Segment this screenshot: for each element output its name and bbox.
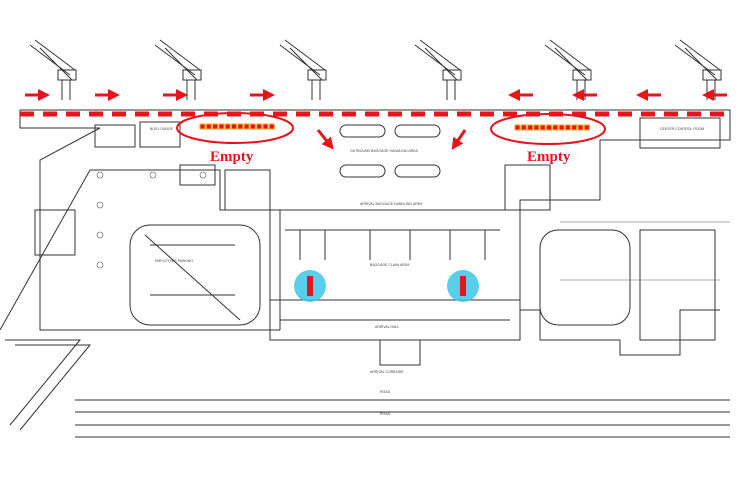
- grid-columns: [96, 171, 730, 281]
- arrow-down-left-icon: [451, 129, 467, 150]
- highlight-ellipse-right: [490, 113, 606, 145]
- slot: [237, 123, 244, 130]
- label-road: ROAD: [380, 390, 391, 394]
- empty-label-left: Empty: [210, 149, 254, 165]
- label-arrival-curbside: ARRIVAL CURBSIDE: [370, 370, 404, 374]
- label-bus-lounge: BUS LOUNGE: [150, 127, 174, 131]
- slot: [231, 123, 237, 130]
- slot-row-right: [514, 124, 590, 131]
- slot: [564, 124, 571, 131]
- slot-row-left: [199, 123, 275, 130]
- label-arrival-baggage: ARRIVAL BAGGAGE HANDLING AREA: [360, 202, 423, 206]
- slot: [249, 123, 256, 130]
- highlight-ellipse-left: [176, 112, 294, 144]
- slot: [268, 123, 275, 130]
- marker-bar-right: [460, 276, 466, 296]
- slot: [520, 124, 527, 131]
- label-center-control-room: CENTER CONTROL ROOM: [660, 127, 704, 131]
- slot: [583, 124, 590, 131]
- slot: [243, 123, 250, 130]
- slot: [558, 124, 565, 131]
- empty-label-right: Empty: [527, 149, 571, 165]
- slot: [514, 124, 521, 131]
- label-baggage-claim: BAGGAGE CLAIM AREA: [370, 263, 410, 267]
- terminal-outline: [0, 109, 731, 438]
- slot: [552, 124, 559, 131]
- slot: [546, 124, 552, 131]
- slot: [256, 123, 263, 130]
- slot: [577, 124, 584, 131]
- marker-bar-left: [307, 276, 313, 296]
- slot: [212, 123, 219, 130]
- slot: [199, 123, 206, 130]
- slot: [224, 123, 231, 130]
- flow-arrows: [25, 89, 727, 150]
- jet-bridges: [29, 39, 722, 101]
- label-employees-parking: EMPLOYEES PARKING: [155, 259, 193, 263]
- slot: [533, 124, 540, 131]
- label-arrival-hall: ARRIVAL HALL: [375, 325, 399, 329]
- slot: [527, 124, 534, 131]
- slot: [262, 123, 269, 130]
- arrow-down-right-icon: [316, 129, 334, 150]
- label-road: ROAD: [380, 412, 391, 416]
- slot: [205, 123, 212, 130]
- slot: [571, 124, 578, 131]
- slot: [218, 123, 225, 130]
- slot: [539, 124, 546, 131]
- label-outbound-baggage: OUTBOUND BAGGAGE HANDLING AREA: [350, 149, 419, 153]
